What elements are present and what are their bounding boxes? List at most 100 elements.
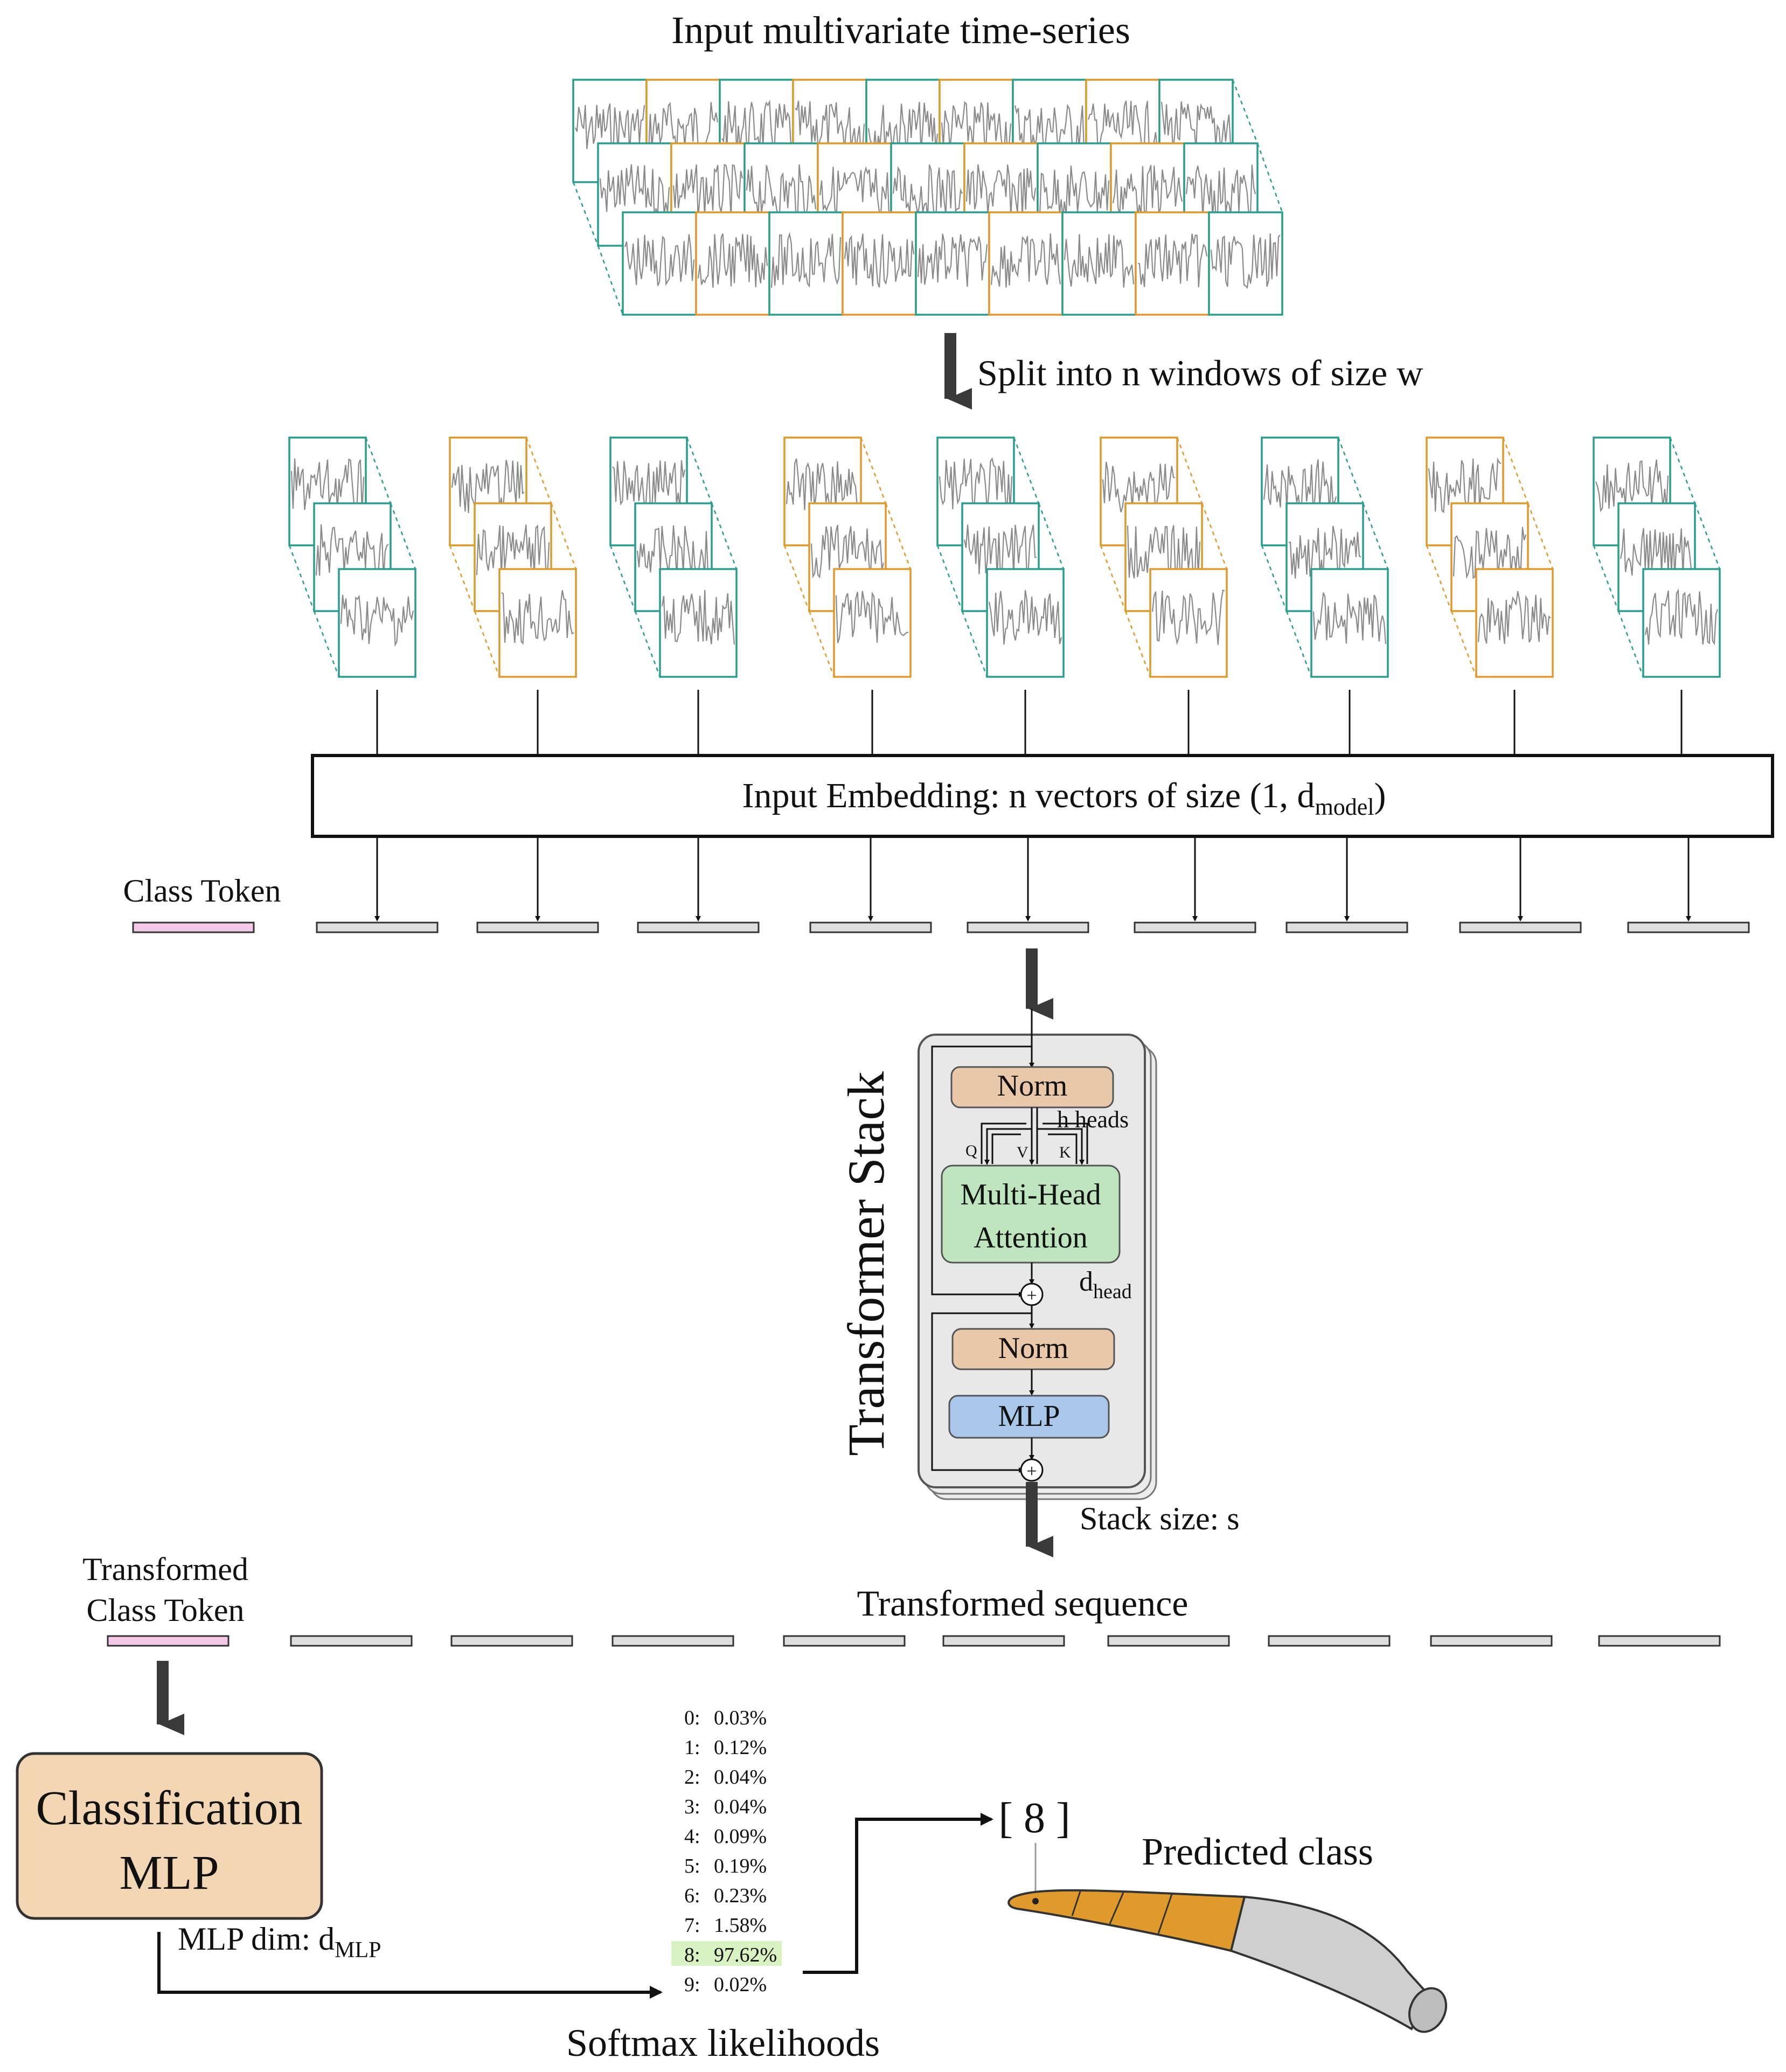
likelihood-class-label: 0: xyxy=(684,1707,700,1729)
likelihood-row: 6: 0.23% xyxy=(684,1884,767,1907)
likelihood-value: 0.09% xyxy=(714,1825,767,1848)
series-waveform xyxy=(795,100,865,154)
likelihood-class-label: 6: xyxy=(684,1884,700,1907)
sequence-token xyxy=(637,921,760,933)
series-waveform xyxy=(1112,165,1183,218)
likelihood-value: 97.62% xyxy=(714,1944,777,1966)
window-waveform xyxy=(1151,589,1225,646)
add-node-2-plus: + xyxy=(1026,1461,1037,1481)
input-series-row xyxy=(622,211,1283,316)
heads-label: h heads xyxy=(1057,1106,1129,1133)
likelihood-row: 3:0.04% xyxy=(684,1796,767,1818)
transformed-token-row xyxy=(107,1635,1721,1647)
window-waveform xyxy=(1288,525,1361,579)
dhead-main: d xyxy=(1079,1266,1093,1297)
likelihood-value: 0.23% xyxy=(714,1884,767,1907)
window-waveform xyxy=(835,591,909,643)
sequence-token xyxy=(809,921,932,933)
add-node-2 xyxy=(1020,1458,1044,1482)
likelihood-class-label: 2: xyxy=(684,1766,700,1789)
window-stack xyxy=(1593,436,1721,678)
blade-point-marker xyxy=(1032,1898,1039,1904)
sequence-token xyxy=(1107,1635,1230,1647)
likelihood-class-label: 1: xyxy=(684,1736,700,1759)
blade-segment-line-1 xyxy=(1071,1891,1081,1916)
multi-head-attention-box xyxy=(941,1165,1121,1264)
likelihood-row: 4:0.09% xyxy=(684,1825,767,1848)
likelihood-class-label: 7: xyxy=(684,1914,700,1937)
transformed-sequence-label: Transformed sequence xyxy=(857,1583,1189,1624)
likelihood-value: 1.58% xyxy=(714,1914,767,1937)
series-waveform xyxy=(1064,234,1135,288)
likelihood-value: 0.12% xyxy=(714,1736,767,1759)
predicted-class-label: Predicted class xyxy=(1142,1830,1373,1873)
mlp-dim-sub: MLP xyxy=(335,1938,381,1963)
sequence-token xyxy=(1430,1635,1553,1647)
likelihood-value: 0.04% xyxy=(714,1766,767,1789)
series-waveform xyxy=(1210,233,1281,289)
likelihood-row: 8:97.62% xyxy=(684,1944,777,1966)
sequence-token xyxy=(316,921,439,933)
transformed-class-token-label-line2: Class Token xyxy=(86,1592,244,1628)
highlight-bar xyxy=(671,1941,782,1966)
sequence-token xyxy=(611,1635,734,1647)
classification-label-line2: MLP xyxy=(119,1846,219,1900)
residual-connection-1 xyxy=(931,1045,1032,1297)
sequence-token xyxy=(1285,921,1408,933)
q-label: Q xyxy=(965,1142,977,1160)
turbine-blade-icon xyxy=(1007,1889,1448,2033)
window-waveform xyxy=(612,460,686,512)
predicted-class-bracket: [ 8 ] xyxy=(998,1794,1070,1842)
window-stack xyxy=(449,436,577,678)
likelihood-row: 9:0.02% xyxy=(684,1973,767,1996)
likelihood-row: 0:0.03% xyxy=(684,1707,767,1729)
series-waveform xyxy=(941,101,1012,154)
mlp-dim-label: MLP dim: dMLP xyxy=(178,1921,381,1963)
window-cell xyxy=(833,568,912,678)
window-waveform xyxy=(1644,588,1719,646)
classification-to-softmax-arrow xyxy=(157,1932,663,1999)
window-cell xyxy=(498,568,577,678)
series-waveform xyxy=(1137,233,1208,288)
v-label: V xyxy=(1017,1144,1028,1161)
series-waveform xyxy=(1185,164,1256,219)
window-waveform xyxy=(1620,528,1693,578)
token-row xyxy=(132,921,1750,933)
dhead-label: dhead xyxy=(1079,1266,1132,1303)
input-embedding-label: Input Embedding: n vectors of size (1, d… xyxy=(742,776,1386,820)
sequence-token xyxy=(942,1635,1065,1647)
sequence-token xyxy=(967,921,1089,933)
window-stack xyxy=(783,436,912,678)
sequence-token xyxy=(1627,921,1750,933)
mlp-dim-main: MLP dim: d xyxy=(178,1921,335,1957)
window-waveform xyxy=(988,590,1062,645)
window-waveform xyxy=(1477,591,1551,644)
series-waveform xyxy=(721,99,792,156)
class-token xyxy=(132,921,255,933)
window-waveform xyxy=(1102,461,1176,512)
window-waveform xyxy=(501,590,574,645)
classification-label-line1: Classification xyxy=(36,1782,303,1835)
window-waveform xyxy=(939,457,1013,514)
window-waveform xyxy=(1453,526,1527,579)
window-waveform xyxy=(290,458,365,513)
series-waveform xyxy=(819,166,890,219)
window-stack-row xyxy=(288,436,1721,678)
split-label: Split into n windows of size w xyxy=(977,352,1423,393)
blade-grey-section xyxy=(1229,1895,1429,2031)
window-cell xyxy=(1310,568,1389,678)
stack-size-label: Stack size: s xyxy=(1080,1501,1240,1536)
likelihood-row: 2: 0.04% xyxy=(684,1766,767,1789)
softmax-likelihood-list: 0:0.03%1:0.12%2:0.04%3:0.04%4:0.09%5:0.1… xyxy=(684,1707,777,1996)
window-waveform xyxy=(1595,459,1669,512)
transformed-class-token-label-line1: Transformed xyxy=(82,1551,248,1587)
likelihood-class-label: 5: xyxy=(684,1855,700,1877)
input-embedding-close: ) xyxy=(1374,776,1386,815)
blade-orange-section xyxy=(1007,1889,1246,1952)
qkv-heads-connectors xyxy=(981,1107,1088,1165)
norm-label-1: Norm xyxy=(997,1069,1068,1103)
transformer-stack: Norm h heads Q V K Multi-Head Attention … xyxy=(918,1009,1157,1500)
series-waveform xyxy=(770,232,842,288)
residual-connection-2 xyxy=(931,1312,1032,1473)
series-waveform xyxy=(574,103,645,156)
